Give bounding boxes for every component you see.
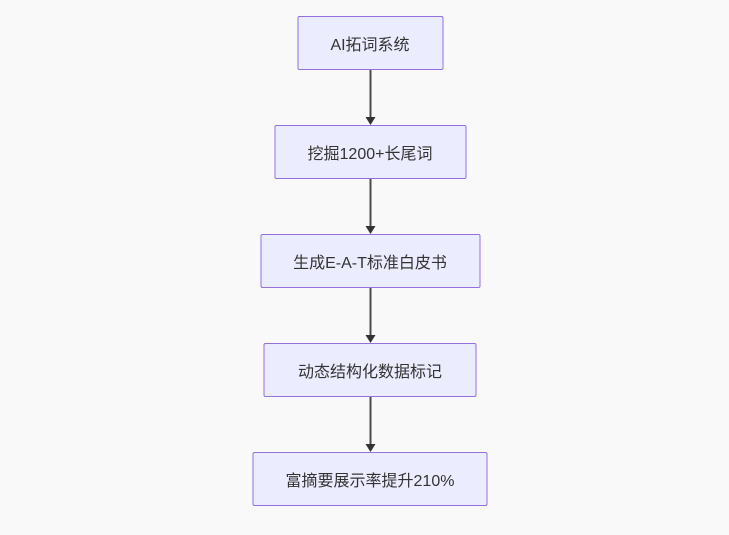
flow-arrow	[364, 397, 376, 452]
flow-node-label: AI拓词系统	[330, 37, 410, 54]
arrow-line	[369, 288, 371, 335]
arrow-line	[369, 179, 371, 226]
flow-node-label: 挖掘1200+长尾词	[307, 146, 433, 163]
flow-node-rich-snippet-result: 富摘要展示率提升210%	[252, 452, 488, 506]
flow-node-label: 生成E-A-T标准白皮书	[293, 255, 447, 272]
flow-node-label: 动态结构化数据标记	[297, 364, 442, 381]
flow-node-label: 富摘要展示率提升210%	[285, 473, 455, 490]
flow-arrow	[364, 288, 376, 343]
arrow-down-icon	[365, 444, 375, 452]
arrow-down-icon	[365, 335, 375, 343]
flow-arrow	[364, 179, 376, 234]
arrow-down-icon	[365, 117, 375, 125]
flow-node-structured-data: 动态结构化数据标记	[263, 343, 477, 397]
arrow-down-icon	[365, 226, 375, 234]
flow-node-longtail-mining: 挖掘1200+长尾词	[274, 125, 466, 179]
arrow-line	[369, 397, 371, 444]
flow-node-ai-word-system: AI拓词系统	[297, 16, 443, 70]
flow-arrow	[364, 70, 376, 125]
arrow-line	[369, 70, 371, 117]
flow-node-eat-whitepaper: 生成E-A-T标准白皮书	[260, 234, 480, 288]
flowchart: AI拓词系统 挖掘1200+长尾词 生成E-A-T标准白皮书 动态结构化数据标记…	[252, 16, 488, 506]
